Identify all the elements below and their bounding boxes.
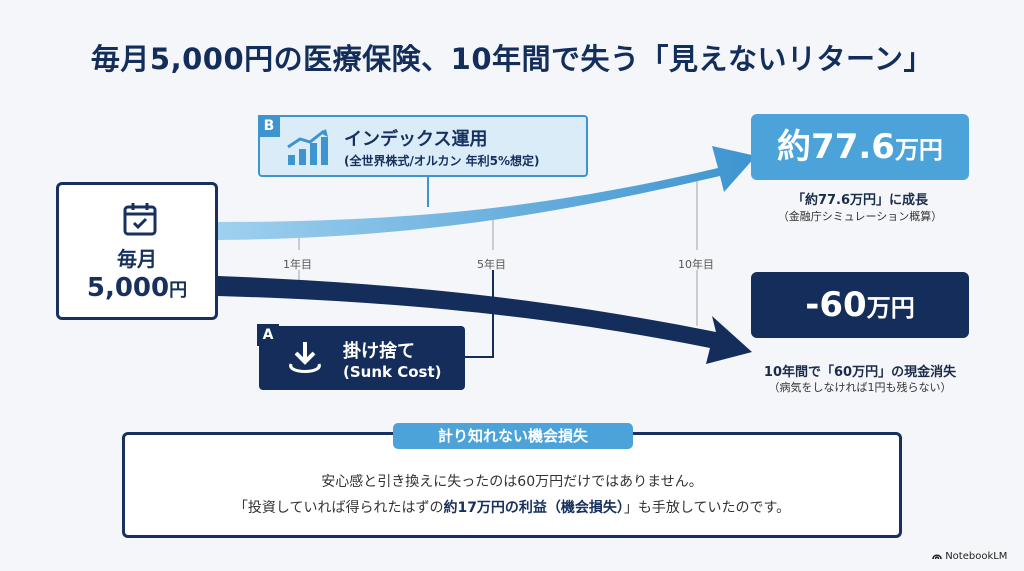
download-drop-icon: [289, 342, 321, 373]
rising-chart-icon: [287, 129, 328, 165]
sunk-cost-arrow: [218, 276, 752, 364]
opportunity-loss-box: 計り知れない機会損失 安心感と引き換えに失ったのは60万円だけではありません。 …: [122, 423, 902, 538]
monthly-payment-box: 毎月 5,000円: [56, 182, 218, 320]
tick-label-10: 10年目: [678, 258, 714, 271]
opportunity-line-1: 安心感と引き換えに失ったのは60万円だけではありません。: [321, 474, 703, 490]
investment-result-box: 約77.6万円: [751, 114, 969, 180]
monthly-amount: 5,000円: [86, 273, 188, 303]
page-title: 毎月5,000円の医療保険、10年間で失う「見えないリターン」: [90, 42, 934, 76]
opportunity-loss-heading: 計り知れない機会損失: [393, 423, 633, 449]
index-investment-box: B インデックス運用 (全世界株式/オルカン 年利5%想定): [258, 115, 588, 177]
insurance-detail-note: （病気をしなければ1円も残らない）: [768, 381, 952, 394]
monthly-label: 毎月: [117, 247, 157, 271]
index-investment-subtitle: (全世界株式/オルカン 年利5%想定): [344, 154, 540, 168]
calendar-check-icon: [123, 203, 157, 236]
invest-arrow: [218, 146, 756, 240]
insurance-note: 10年間で「60万円」の現金消失: [763, 365, 957, 380]
tick-label-1: 1年目: [283, 258, 312, 271]
sunk-cost-title: 掛け捨て: [343, 341, 415, 362]
sunk-cost-box: A 掛け捨て (Sunk Cost): [257, 324, 465, 390]
index-investment-title: インデックス運用: [344, 129, 488, 150]
investment-note: 「約77.6万円」に成長: [791, 193, 929, 208]
sunk-cost-subtitle: (Sunk Cost): [343, 363, 442, 381]
option-tag-a: A: [257, 324, 279, 346]
brand-logo-icon: [932, 554, 942, 560]
tick-label-5: 5年目: [477, 258, 506, 271]
investment-source-note: （金融庁シミュレーション概算）: [777, 210, 943, 223]
brand-watermark: NotebookLM: [932, 551, 1007, 562]
option-tag-b: B: [258, 115, 280, 137]
insurance-result-box: -60万円: [751, 272, 969, 338]
opportunity-line-2: 「投資していれば得られたはずの約17万円の利益（機会損失）」も手放していたのです…: [233, 500, 791, 516]
